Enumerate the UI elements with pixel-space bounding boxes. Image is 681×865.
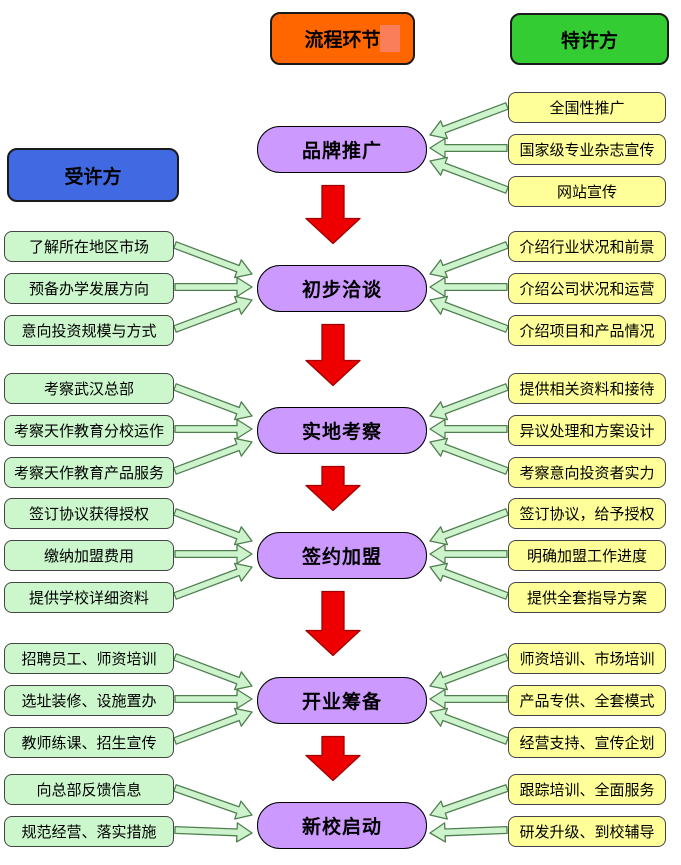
franchisor-task: 异议处理和方案设计 (508, 414, 666, 446)
franchisor-task: 明确加盟工作进度 (508, 539, 666, 571)
connector-arrow-right (429, 383, 509, 421)
connector-arrow-left (174, 543, 253, 565)
connector-arrow-right (429, 102, 509, 140)
legend-franchisor: 特许方 (510, 13, 669, 65)
process-stage-1: 品牌推广 (257, 125, 427, 173)
connector-arrow-left (173, 653, 253, 691)
connector-arrow-left (173, 707, 253, 745)
connector-arrow-left (173, 784, 253, 820)
connector-arrow-right (429, 276, 508, 298)
down-arrow (305, 465, 361, 512)
connector-arrow-right (429, 822, 508, 843)
franchisee-task: 了解所在地区市场 (4, 230, 174, 262)
connector-arrow-right (429, 543, 508, 565)
down-arrow (305, 323, 361, 387)
connector-arrow-left (174, 276, 253, 298)
process-stage-3: 实地考察 (257, 406, 427, 454)
connector-arrow-left (173, 437, 253, 475)
connector-arrow-left (174, 688, 253, 710)
connector-arrow-left (173, 508, 253, 546)
franchisor-task: 介绍项目和产品情况 (508, 314, 666, 346)
franchisor-task: 网站宣传 (508, 175, 666, 207)
franchisee-task: 考察武汉总部 (4, 372, 174, 404)
connector-arrow-left (174, 822, 253, 843)
connector-arrow-left (173, 383, 253, 421)
legend-franchisee: 受许方 (7, 148, 179, 202)
process-stage-2: 初步洽谈 (257, 264, 427, 312)
franchisor-task: 签订协议，给予授权 (508, 497, 666, 529)
connector-arrow-left (173, 241, 253, 279)
connector-arrow-right (429, 707, 509, 745)
franchisor-task: 师资培训、市场培训 (508, 642, 666, 674)
franchisor-task: 提供全套指导方案 (508, 581, 666, 613)
franchisor-task: 经营支持、宣传企划 (508, 726, 666, 758)
franchisor-task: 考察意向投资者实力 (508, 456, 666, 488)
franchisee-task: 签订协议获得授权 (4, 497, 174, 529)
connector-arrow-right (429, 241, 509, 279)
connector-arrow-right (429, 156, 509, 194)
franchisee-task: 招聘员工、师资培训 (4, 642, 174, 674)
franchisee-task: 意向投资规模与方式 (4, 314, 174, 346)
connector-arrow-right (429, 562, 509, 600)
franchisor-task: 介绍行业状况和前景 (508, 230, 666, 262)
connector-arrow-right (429, 688, 508, 710)
process-stage-6: 新校启动 (257, 801, 427, 849)
connector-arrow-right (429, 508, 509, 546)
franchisee-task: 选址装修、设施置办 (4, 684, 174, 716)
down-arrow (305, 590, 361, 657)
franchisee-task: 考察天作教育产品服务 (4, 456, 174, 488)
connector-arrow-right (429, 784, 509, 820)
franchisee-task: 教师练课、招生宣传 (4, 726, 174, 758)
franchisee-task: 提供学校详细资料 (4, 581, 174, 613)
down-arrow (305, 735, 361, 782)
franchisor-task: 国家级专业杂志宣传 (508, 133, 666, 165)
down-arrow (305, 184, 361, 245)
connector-arrow-right (429, 137, 508, 159)
connector-arrow-right (429, 653, 509, 691)
connector-arrow-right (429, 418, 508, 440)
connector-arrow-left (174, 418, 253, 440)
connector-arrow-left (173, 295, 253, 333)
process-stage-5: 开业筹备 (257, 676, 427, 724)
franchisee-task: 预备办学发展方向 (4, 272, 174, 304)
franchisee-task: 向总部反馈信息 (4, 773, 174, 805)
franchisor-task: 研发升级、到校辅导 (508, 815, 666, 847)
connector-arrow-left (173, 562, 253, 600)
franchisor-task: 产品专供、全套模式 (508, 684, 666, 716)
highlight-artifact (380, 25, 400, 52)
process-stage-4: 签约加盟 (257, 531, 427, 579)
franchisee-task: 规范经营、落实措施 (4, 815, 174, 847)
connector-arrow-right (429, 437, 509, 475)
connector-arrow-right (429, 295, 509, 333)
franchisor-task: 跟踪培训、全面服务 (508, 773, 666, 805)
franchisor-task: 提供相关资料和接待 (508, 372, 666, 404)
franchisee-task: 考察天作教育分校运作 (4, 414, 174, 446)
franchisee-task: 缴纳加盟费用 (4, 539, 174, 571)
franchisor-task: 全国性推广 (508, 91, 666, 123)
franchisor-task: 介绍公司状况和运营 (508, 272, 666, 304)
